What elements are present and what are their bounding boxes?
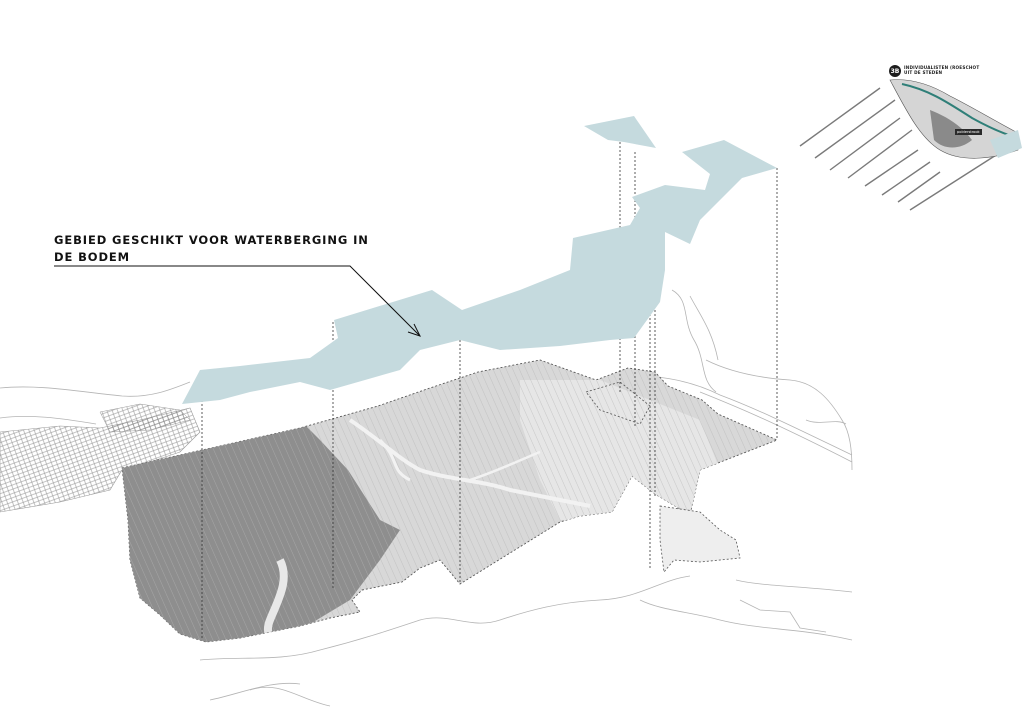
inset-tag: polderstrook — [955, 129, 982, 135]
leader-line — [54, 265, 421, 337]
water-storage-area — [182, 116, 777, 404]
annotation-line-1: GEBIED GESCHIKT VOOR WATERBERGING IN — [54, 233, 369, 247]
inset-badge: 3B — [889, 65, 901, 77]
annotation-label: GEBIED GESCHIKT VOOR WATERBERGING IN DE … — [54, 232, 369, 266]
town-grid — [0, 403, 201, 513]
inset-title-line-2: UIT DE STEDEN — [904, 70, 943, 75]
inset-title-line-1: INDIVIDUALISTEN (ROESCHOT — [904, 65, 980, 70]
annotation-line-2: DE BODEM — [54, 250, 130, 264]
inset-diagram — [799, 79, 1022, 211]
inset-title: INDIVIDUALISTEN (ROESCHOT UIT DE STEDEN — [904, 65, 979, 75]
